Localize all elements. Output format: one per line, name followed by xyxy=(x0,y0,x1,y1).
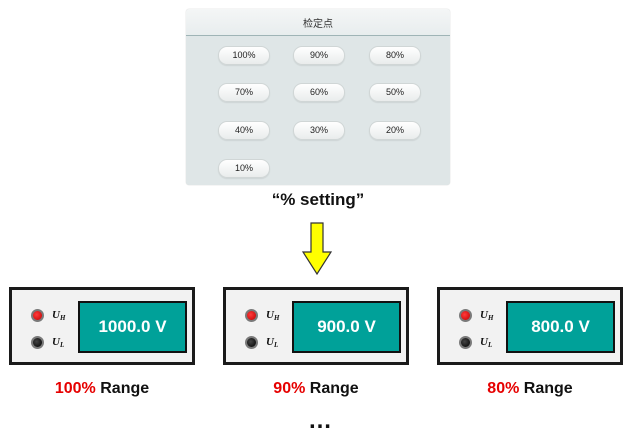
meter-100: UH UL 1000.0 V xyxy=(9,287,195,365)
point-button-80[interactable]: 80% xyxy=(369,46,421,65)
low-terminal-label: UL xyxy=(480,336,493,349)
low-terminal-icon xyxy=(31,336,44,349)
panel-title: 检定点 xyxy=(303,19,333,30)
high-terminal-label: UH xyxy=(52,309,66,322)
panel-header: 检定点 xyxy=(186,9,450,36)
down-arrow-shape xyxy=(302,222,332,276)
low-terminal-label: UL xyxy=(52,336,65,349)
range-percent: 80% xyxy=(487,380,520,397)
range-percent: 100% xyxy=(54,380,96,397)
point-button-60[interactable]: 60% xyxy=(293,83,345,102)
range-percent: 90% xyxy=(273,380,306,397)
point-button-70[interactable]: 70% xyxy=(218,83,270,102)
point-button-10[interactable]: 10% xyxy=(218,159,270,178)
down-arrow-icon xyxy=(302,222,332,276)
range-word: Range xyxy=(100,380,150,397)
point-button-50[interactable]: 50% xyxy=(369,83,421,102)
low-terminal-icon xyxy=(245,336,258,349)
range-word: Range xyxy=(523,380,573,397)
high-terminal-icon xyxy=(245,309,258,322)
point-button-20[interactable]: 20% xyxy=(369,121,421,140)
high-terminal-label: UH xyxy=(266,309,280,322)
verification-point-panel: 检定点 100% 90% 80% 70% 60% 50% 40% 30% 20%… xyxy=(186,9,450,185)
range-word: Range xyxy=(309,380,359,397)
meter-90: UH UL 900.0 V xyxy=(223,287,409,365)
range-label-80: 80% Range xyxy=(437,380,623,398)
point-button-90[interactable]: 90% xyxy=(293,46,345,65)
high-terminal-label: UH xyxy=(480,309,494,322)
point-button-30[interactable]: 30% xyxy=(293,121,345,140)
point-button-100[interactable]: 100% xyxy=(218,46,270,65)
range-label-100: 100% Range xyxy=(9,380,195,398)
meter-display: 800.0 V xyxy=(506,301,615,353)
high-terminal-icon xyxy=(459,309,472,322)
setting-caption: “% setting” xyxy=(271,190,365,209)
range-label-90: 90% Range xyxy=(223,380,409,398)
ellipsis: … xyxy=(308,407,332,434)
high-terminal-icon xyxy=(31,309,44,322)
low-terminal-icon xyxy=(459,336,472,349)
point-button-40[interactable]: 40% xyxy=(218,121,270,140)
meter-display: 1000.0 V xyxy=(78,301,187,353)
meter-display: 900.0 V xyxy=(292,301,401,353)
low-terminal-label: UL xyxy=(266,336,279,349)
meter-80: UH UL 800.0 V xyxy=(437,287,623,365)
